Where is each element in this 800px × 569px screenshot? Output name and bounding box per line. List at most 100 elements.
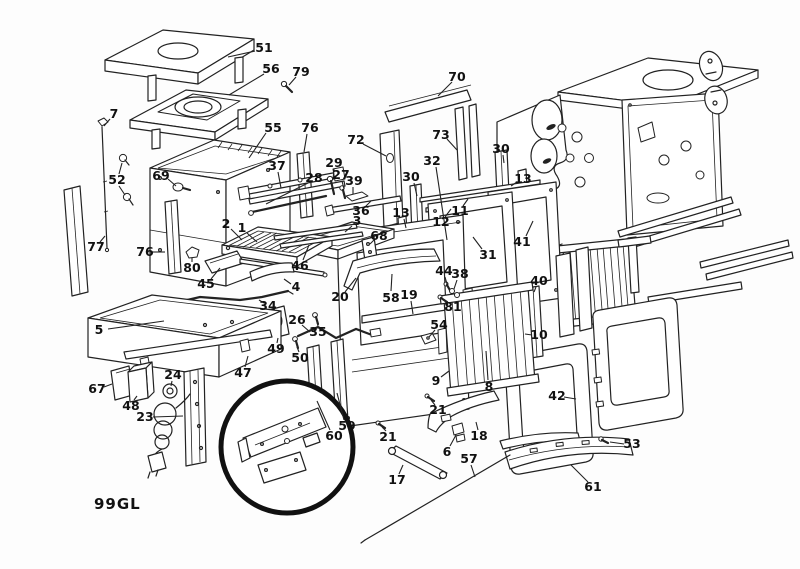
leader-line-58 — [390, 273, 393, 292]
leader-line-29 — [332, 168, 335, 181]
leader-line-46 — [302, 244, 310, 261]
leader-line-38 — [453, 279, 458, 290]
part-label-61: 61 — [584, 479, 601, 494]
leader-line-69 — [167, 178, 177, 187]
leader-line-5 — [107, 320, 165, 330]
part-label-80: 80 — [183, 260, 201, 275]
part-label-4: 4 — [292, 279, 301, 294]
leader-line-30 — [413, 182, 418, 197]
part-label-56: 56 — [262, 61, 280, 76]
pins-29-27-39 — [326, 175, 369, 202]
leader-line-11 — [462, 198, 469, 207]
part-label-2: 2 — [222, 216, 231, 231]
part-label-35: 35 — [309, 324, 326, 339]
screws-52 — [118, 153, 134, 206]
leader-line-1 — [246, 232, 258, 243]
leader-line-53 — [609, 441, 625, 445]
part-label-17: 17 — [388, 472, 405, 487]
leader-line-13 — [403, 218, 407, 229]
leader-line-60 — [316, 400, 331, 431]
tie-rails-37-28 — [237, 166, 346, 216]
part-label-55: 55 — [264, 120, 281, 135]
part-label-24: 24 — [164, 367, 182, 382]
leader-line-49 — [276, 337, 279, 344]
leader-line-54 — [428, 329, 436, 338]
leader-line-9 — [440, 370, 450, 378]
screw-79 — [280, 80, 294, 94]
handle-plate-18 — [427, 390, 500, 433]
bolts-35-50 — [292, 312, 320, 350]
poker-rod-57 — [360, 454, 511, 544]
leader-line-20 — [344, 277, 357, 293]
leader-line-13 — [510, 181, 518, 187]
leader-line-41 — [525, 220, 534, 237]
leader-line-72 — [362, 143, 387, 157]
part-label-3: 3 — [353, 213, 362, 228]
part-label-57: 57 — [460, 451, 477, 466]
part-label-53: 53 — [623, 436, 640, 451]
leader-line-19 — [410, 300, 414, 315]
leader-line-37 — [277, 171, 282, 189]
part-label-76: 76 — [301, 120, 319, 135]
part-label-36: 36 — [352, 203, 370, 218]
plate-68 — [361, 236, 378, 262]
part-label-44: 44 — [435, 263, 453, 278]
door-screw-53 — [598, 436, 610, 445]
ash-drawer-5 — [87, 294, 282, 378]
part-label-77: 77 — [87, 239, 104, 254]
part-label-20: 20 — [331, 289, 349, 304]
part-label-52: 52 — [108, 172, 125, 187]
leader-line-61 — [570, 464, 589, 483]
part-label-68: 68 — [370, 228, 387, 243]
part-label-13: 13 — [514, 171, 531, 186]
top-plate-51 — [104, 29, 255, 102]
part-label-40: 40 — [530, 273, 548, 288]
part-label-46: 46 — [291, 258, 309, 273]
part-label-48: 48 — [122, 398, 139, 413]
leader-line-30 — [502, 154, 505, 164]
collar-plate-56 — [129, 89, 269, 150]
fire-grate-8 — [437, 281, 540, 397]
leader-line-77 — [99, 235, 106, 243]
leader-line-31 — [472, 236, 483, 250]
part-label-49: 49 — [267, 341, 284, 356]
leader-line-68 — [369, 239, 375, 245]
leader-line-44 — [444, 276, 448, 285]
part-label-26: 26 — [288, 312, 306, 327]
part-label-51: 51 — [255, 40, 272, 55]
damper-discs — [698, 50, 728, 115]
leader-line-57 — [470, 464, 476, 478]
part-label-12: 12 — [432, 214, 449, 229]
leader-line-55 — [248, 132, 267, 159]
part-label-54: 54 — [430, 317, 448, 332]
leader-line-32 — [435, 166, 448, 241]
part-label-10: 10 — [530, 327, 548, 342]
part-label-37: 37 — [268, 158, 285, 173]
part-label-6: 6 — [443, 444, 452, 459]
side-strips-76-80 — [63, 151, 314, 297]
part-label-69: 69 — [152, 168, 169, 183]
part-label-47: 47 — [234, 365, 251, 380]
part-label-18: 18 — [470, 428, 487, 443]
model-code: 99GL — [94, 495, 141, 513]
part-label-7: 7 — [110, 106, 119, 121]
thermostat-23 — [147, 367, 207, 479]
leader-line-27 — [341, 180, 345, 190]
fasteners-44-38-81-54 — [420, 281, 460, 345]
main-body — [496, 57, 759, 261]
part-label-21: 21 — [379, 429, 396, 444]
leader-line-28 — [265, 182, 309, 205]
part-label-34: 34 — [259, 298, 277, 313]
part-label-9: 9 — [432, 373, 441, 388]
bottom-skirt-61 — [499, 432, 634, 470]
leader-line-23 — [152, 415, 184, 418]
leader-line-6 — [449, 434, 457, 447]
leader-line-34 — [258, 299, 265, 304]
part-label-42: 42 — [548, 388, 565, 403]
leader-line-4 — [283, 278, 292, 285]
leader-line-21 — [381, 426, 387, 432]
part-label-79: 79 — [292, 64, 309, 79]
